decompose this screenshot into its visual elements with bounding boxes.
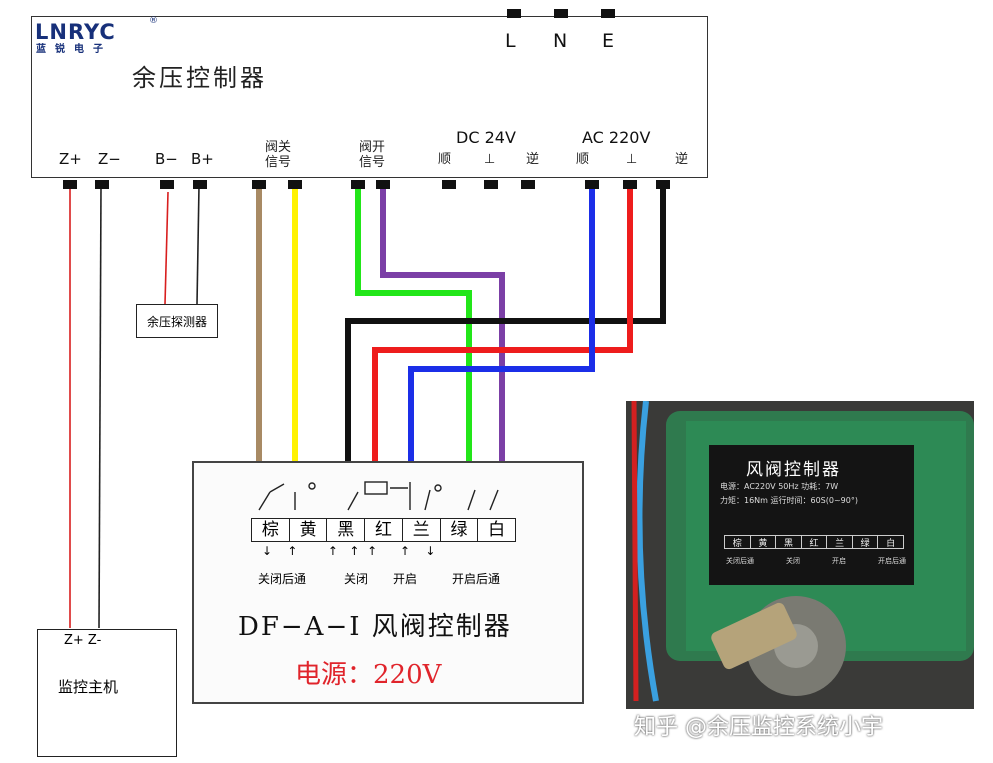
wire-purple	[380, 186, 505, 510]
label-dc-24v: DC 24V	[456, 128, 516, 147]
terminal-n-label: N	[553, 30, 568, 52]
watermark: 知乎 @余压监控系统小宇	[634, 715, 883, 740]
wire-green	[355, 186, 472, 510]
cell-brown: 棕	[252, 519, 290, 541]
wire-b-minus	[164, 191, 169, 305]
plate-terminal-strip: 棕 黄 黑 红 兰 绿 白	[724, 535, 904, 549]
valve-terminal-strip: 棕 黄 黑 红 兰 绿 白	[251, 518, 516, 542]
pressure-sensor-box: 余压探测器	[136, 304, 218, 338]
label-b-plus: B+	[191, 150, 214, 168]
label-b-minus: B−	[155, 150, 178, 168]
plate-cell-green: 绿	[853, 536, 879, 549]
wire-z-minus	[98, 185, 102, 629]
note-close-after: 关闭后通	[258, 572, 307, 586]
plate-cell-white: 白	[886, 539, 896, 549]
plate-note-close-after: 关闭后通	[726, 557, 754, 565]
label-valve-close-signal: 阀关 信号	[258, 140, 298, 170]
pin-n	[554, 9, 568, 18]
plate-cell-blue: 兰	[827, 536, 853, 549]
arrow-glyphs: ↓ ↑ ↑ ↑ ↑ ↑ ↓	[262, 544, 436, 558]
valve-model-label: DF−A−I 风阀控制器	[238, 612, 512, 642]
plate-spec-2: 力矩：16Nm 运行时间：60S(0~90°)	[720, 496, 858, 505]
pin-dc-ground	[484, 180, 498, 189]
brand-logo: LNRYC	[35, 20, 116, 44]
controller-title: 余压控制器	[132, 64, 267, 92]
wire-black	[345, 186, 666, 510]
plate-notes: 关闭后通 关闭 开启 开启后通	[726, 556, 906, 566]
label-dc-ground: ⊥	[484, 152, 496, 167]
cell-blue: 兰	[403, 519, 441, 541]
label-ac-ground: ⊥	[626, 152, 638, 167]
pin-z-plus	[63, 180, 77, 189]
cell-white: 白	[488, 520, 506, 540]
registered-mark-icon: ®	[149, 16, 158, 26]
label-valve-open-signal: 阀开 信号	[350, 140, 394, 170]
label-valve-open-line2: 信号	[358, 155, 385, 170]
label-dc-reverse: 逆	[526, 152, 540, 167]
label-ac-forward: 顺	[576, 152, 590, 167]
label-valve-open-line1: 阀开	[358, 140, 385, 155]
cell-green: 绿	[441, 519, 479, 541]
pin-ac-forward	[585, 180, 599, 189]
photo-illustration	[626, 401, 974, 709]
plate-title: 风阀控制器	[746, 460, 841, 480]
plate-cell-black: 黑	[776, 536, 802, 549]
cell-red: 红	[365, 519, 403, 541]
valve-controller-panel	[192, 461, 584, 704]
pin-valve-close-2	[288, 180, 302, 189]
plate-cell-red: 红	[802, 536, 828, 549]
pin-dc-forward	[442, 180, 456, 189]
label-z-plus: Z+	[59, 150, 82, 168]
label-ac-reverse: 逆	[675, 152, 689, 167]
pin-valve-open-1	[351, 180, 365, 189]
pin-b-minus	[160, 180, 174, 189]
power-terminal-pins	[507, 9, 615, 18]
cell-yellow: 黄	[290, 519, 328, 541]
pin-b-plus	[193, 180, 207, 189]
terminal-l-label: L	[505, 30, 516, 52]
note-open-after: 开启后通	[452, 572, 501, 586]
pin-e	[601, 9, 615, 18]
label-z-minus: Z−	[98, 150, 121, 168]
plate-note-close: 关闭	[786, 557, 800, 565]
note-open: 开启	[393, 572, 418, 586]
label-valve-close-line1: 阀关	[264, 140, 291, 155]
pin-ac-reverse	[656, 180, 670, 189]
host-terminal-labels: Z+ Z-	[64, 633, 102, 648]
plate-spec-1: 电源：AC220V 50Hz 功耗：7W	[720, 482, 839, 491]
pin-valve-open-2	[376, 180, 390, 189]
valve-controller-photo: 风阀控制器 电源：AC220V 50Hz 功耗：7W 力矩：16Nm 运行时间：…	[626, 401, 974, 709]
terminal-e-label: E	[602, 30, 615, 52]
brand-subtitle: 蓝锐电子	[36, 44, 112, 55]
monitoring-host-box	[37, 629, 177, 757]
wire-b-plus	[196, 185, 200, 305]
pin-z-minus	[95, 180, 109, 189]
label-valve-close-line2: 信号	[264, 155, 291, 170]
wire-red	[372, 186, 633, 510]
plate-note-open-after: 开启后通	[878, 557, 906, 565]
plate-cell-yellow: 黄	[751, 536, 777, 549]
plate-note-open: 开启	[832, 557, 846, 565]
pressure-controller-box	[31, 16, 708, 178]
wire-blue	[408, 186, 595, 510]
pin-ac-ground	[623, 180, 637, 189]
pin-l	[507, 9, 521, 18]
note-close: 关闭	[344, 572, 369, 586]
pin-dc-reverse	[521, 180, 535, 189]
terminal-pins	[63, 180, 670, 189]
cell-black: 黑	[327, 519, 366, 541]
host-label: 监控主机	[58, 678, 119, 696]
valve-switch-schematic	[258, 481, 499, 511]
power-supply-label: 电源：220V	[295, 660, 442, 690]
label-dc-forward: 顺	[438, 152, 452, 167]
plate-cell-brown: 棕	[725, 536, 751, 549]
label-ac-220v: AC 220V	[582, 128, 651, 147]
pin-valve-close-1	[252, 180, 266, 189]
